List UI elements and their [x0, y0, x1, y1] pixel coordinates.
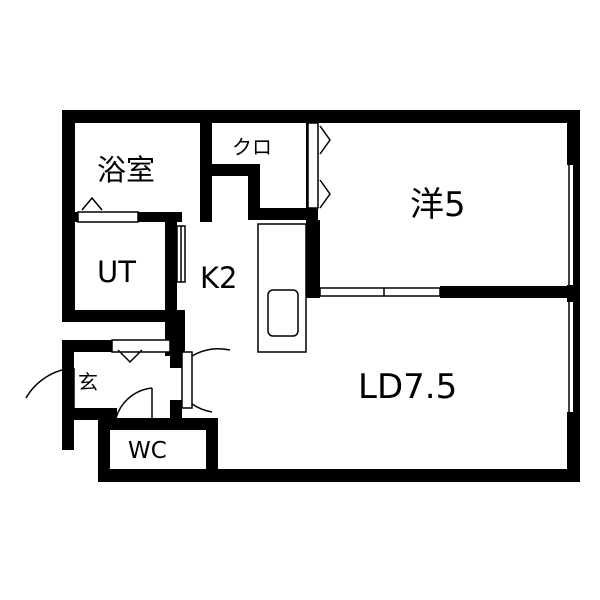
room-label-toilet: WC: [128, 438, 167, 464]
room-label-entrance: 玄: [78, 370, 98, 394]
room-label-kitchen: K2: [200, 261, 237, 295]
room-label-living-dining: LD7.5: [358, 367, 457, 407]
room-label-utility: UT: [97, 255, 136, 289]
windows: [565, 165, 573, 412]
room-label-closet: クロ: [232, 135, 272, 159]
kitchen-counter: [257, 223, 307, 353]
room-label-bath: 浴室: [97, 153, 155, 187]
room-label-western: 洋5: [410, 185, 466, 225]
doors: [25, 122, 441, 419]
